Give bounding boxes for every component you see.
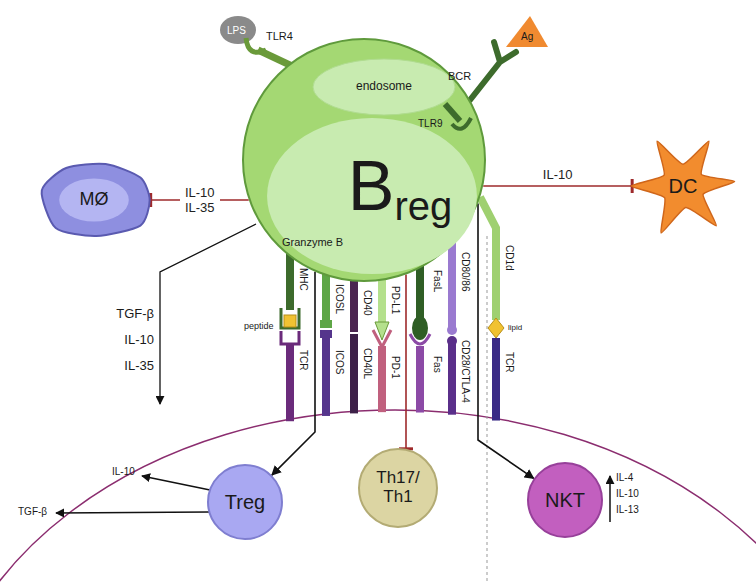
receptor-name: CD40L: [361, 348, 373, 379]
text-group: Treg: [225, 491, 265, 513]
ligand-stalk: [416, 264, 424, 318]
lps-blob: [220, 16, 256, 44]
peptide-name: peptide: [244, 320, 274, 332]
cytokine-label: IL-10 IL-35: [180, 185, 220, 215]
receptor-stalk: [492, 338, 500, 421]
text-group: endosome: [356, 80, 412, 93]
increase-arrow: [609, 476, 611, 522]
receptor-name: PD-1: [389, 356, 401, 379]
divider-line: [487, 236, 488, 584]
cytokine-label: IL-10: [538, 167, 578, 182]
secretion-arrow: [142, 476, 210, 490]
cell-name: MØ: [80, 190, 109, 210]
receptor-name: FasL: [431, 270, 443, 292]
activation-connector: [272, 272, 315, 475]
receptor-name: TCR: [503, 352, 515, 373]
receptor-name: ICOSL: [333, 284, 345, 314]
cell-name: Th17/ Th1: [372, 469, 424, 506]
antigen-name: Ag: [521, 31, 533, 43]
nkt-cell: NKT: [527, 462, 603, 538]
receptor-name: TCR: [297, 350, 309, 371]
cell-name: endosome: [356, 80, 412, 93]
cytokine-name: IL-13: [616, 504, 639, 516]
receptor-name: Fas: [431, 356, 443, 373]
bcr-receptor: [470, 42, 516, 100]
antigen-triangle: [506, 16, 548, 47]
receptor-stalk: [322, 338, 330, 416]
receptor-stalk: [350, 334, 358, 413]
receptor-name: CD1d: [503, 245, 515, 271]
tlr9-cup: [452, 118, 471, 129]
receptor-stalk: [416, 346, 424, 413]
molecule-name: Granzyme B: [282, 236, 343, 248]
cell-name: reg: [394, 186, 452, 226]
macrophage-cell: MØ: [36, 160, 152, 240]
target-cell-membrane: [0, 410, 756, 584]
receptor-stalk: [448, 340, 456, 415]
cell-name: Treg: [225, 491, 265, 513]
text-group: DC: [669, 175, 698, 197]
receptor-name: CD28/CTLA-4: [459, 340, 471, 403]
tlr9-stalk: [445, 104, 460, 121]
inhibition-connector: [483, 185, 632, 187]
lipid-diamond: [488, 318, 504, 338]
dendritic-cell: DC: [624, 132, 742, 240]
peptide-block: [284, 315, 296, 327]
cytokine-name: IL-4: [616, 472, 633, 484]
receptor-name: MHC: [297, 268, 309, 291]
cd1d-stalk: [480, 197, 496, 320]
text-group: Breg: [278, 151, 522, 221]
cytokine-name: IL-10: [112, 466, 135, 478]
receptor-name: ICOS: [333, 350, 345, 374]
lipid-name: lipid: [508, 322, 522, 334]
cell-name: B: [348, 151, 395, 221]
cytokine-name: TGF-β: [18, 506, 47, 518]
receptor-name: BCR: [448, 70, 471, 82]
treg-cell: Treg: [207, 464, 283, 540]
ligand-stalk: [350, 278, 358, 332]
cytokine-name: IL-35: [100, 358, 154, 374]
receptor-stalk: [378, 346, 386, 412]
ligand-stalk: [286, 253, 294, 310]
receptor-stalk: [286, 344, 294, 421]
receptor-name: CD80/86: [459, 252, 471, 291]
ligand-stalk: [322, 272, 330, 326]
receptor-name: TLR4: [266, 30, 293, 42]
secretion-arrow: [56, 512, 209, 513]
text-group: MØ: [80, 190, 109, 210]
receptor-name: TLR9: [418, 118, 442, 130]
secretion-arrow: [160, 224, 256, 404]
ligand-name: LPS: [227, 25, 246, 37]
text-group: Th17/ Th1: [372, 469, 424, 506]
receptor-name: PD-L1: [389, 286, 401, 314]
text-group: NKT: [545, 489, 585, 511]
tlr4-cup: [246, 38, 266, 52]
endosome-compartment: endosome: [312, 58, 456, 116]
cell-name: DC: [669, 175, 698, 197]
inhibition-connector: [405, 275, 407, 449]
ligand-stalk: [448, 240, 456, 330]
cell-name: NKT: [545, 489, 585, 511]
ligand-stalk: [378, 277, 386, 322]
cytokine-name: IL-10: [100, 332, 154, 348]
receptor-name: CD40: [361, 290, 373, 316]
activation-connector: [478, 203, 534, 478]
th-cell: Th17/ Th1: [358, 448, 438, 528]
cytokine-name: TGF-β: [100, 306, 154, 322]
cytokine-name: IL-10: [616, 488, 639, 500]
